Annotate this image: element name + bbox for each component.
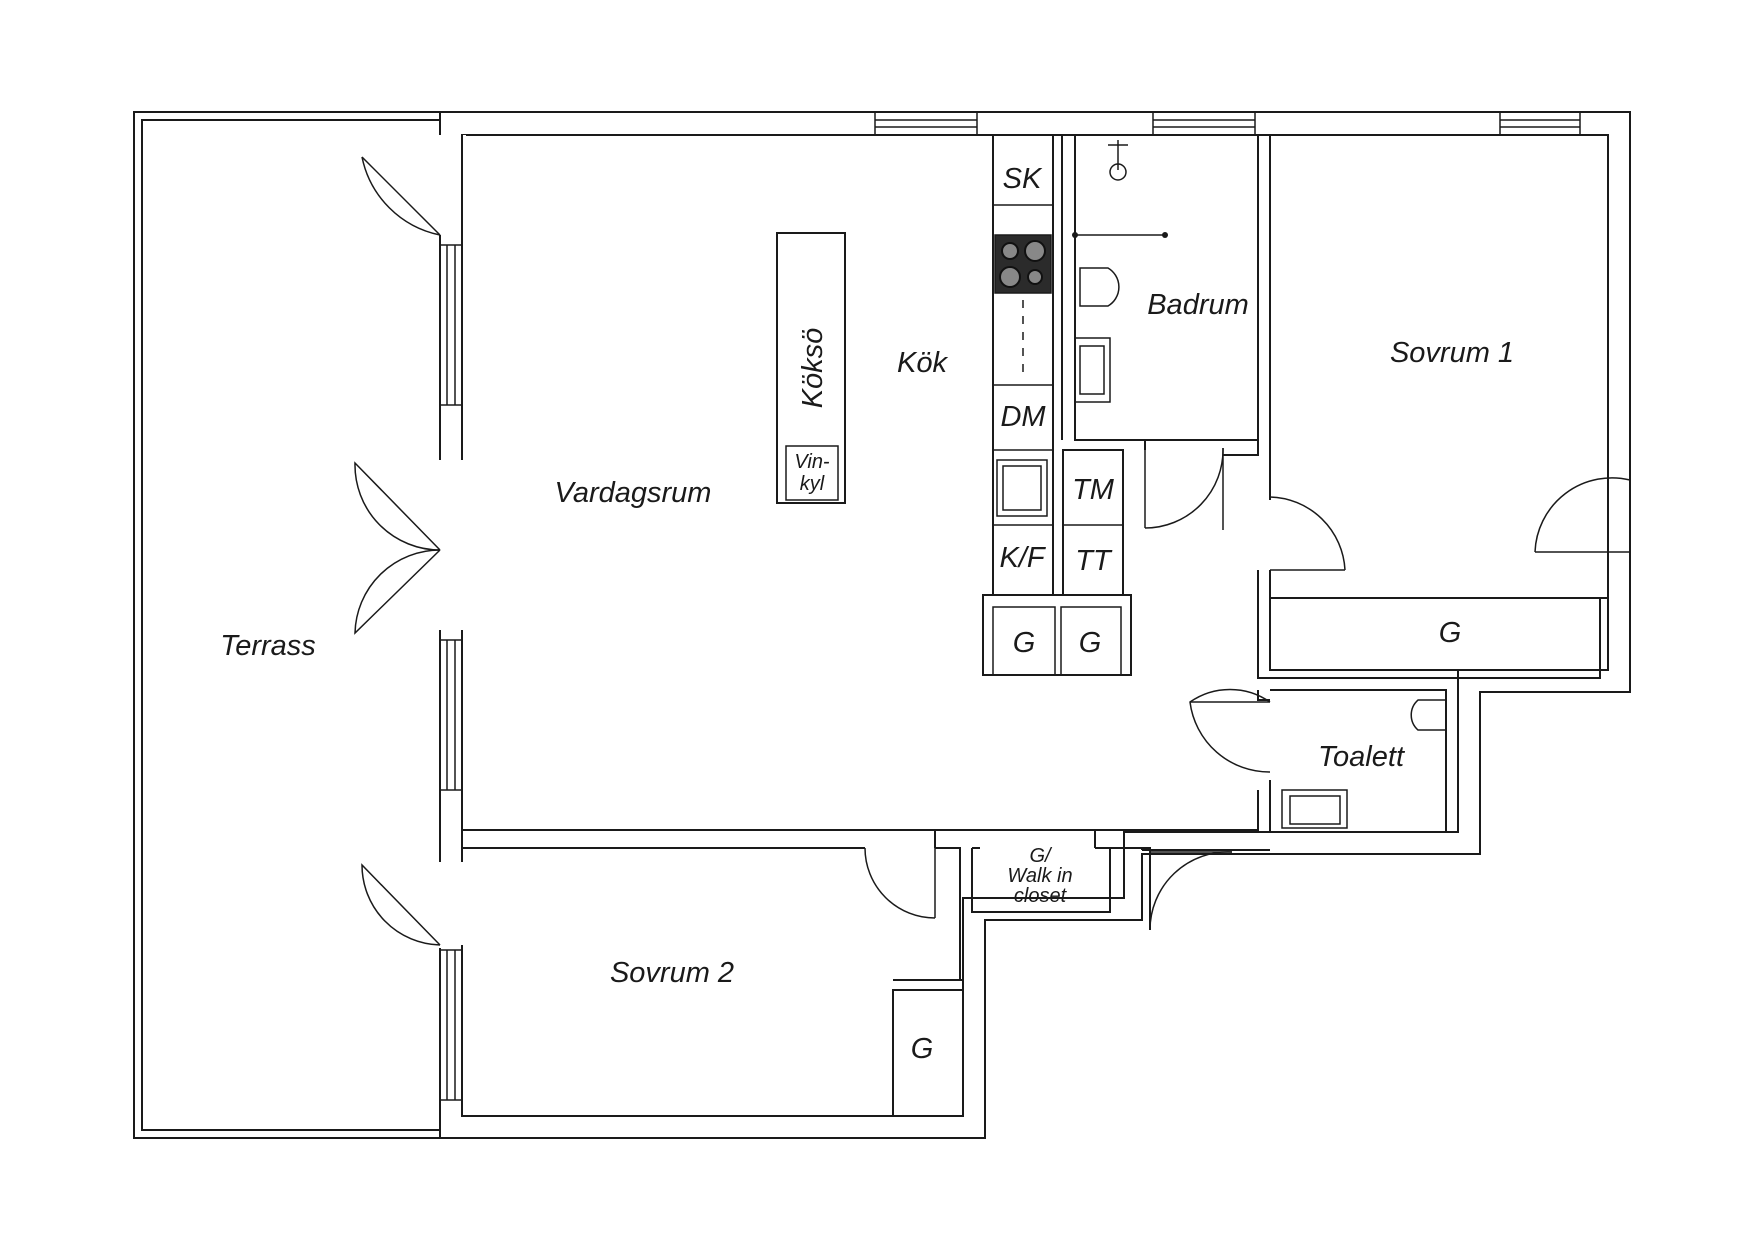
- label-dm: DM: [1000, 401, 1046, 433]
- bathroom-fixtures: [1072, 140, 1447, 829]
- terrace-doors: [354, 135, 466, 948]
- label-vinkyl-1: Vin-: [794, 451, 830, 473]
- label-g-kitchen-2: G: [1079, 627, 1102, 659]
- wardrobe-sovrum1: [1269, 597, 1601, 671]
- kitchen-island: [776, 232, 846, 504]
- label-tt: TT: [1075, 545, 1113, 577]
- interior-doors: [864, 447, 1631, 931]
- label-sovrum2: Sovrum 2: [610, 957, 734, 989]
- label-tm: TM: [1072, 474, 1115, 506]
- label-badrum: Badrum: [1147, 289, 1249, 321]
- label-sk: SK: [1003, 163, 1043, 195]
- fixture-labels: SK DM K/F TM TT Vin- kyl G G G G G/ Walk…: [794, 163, 1461, 1065]
- label-terrass: Terrass: [220, 630, 316, 662]
- label-koksö: Köksö: [797, 328, 829, 409]
- label-kf: K/F: [999, 542, 1046, 574]
- label-closet-2: Walk in: [1007, 865, 1072, 887]
- label-closet-3: closet: [1014, 885, 1068, 907]
- interior-walls: [461, 135, 1608, 1117]
- kitchen-counter: [982, 134, 1132, 676]
- label-closet-1: G/: [1029, 845, 1053, 867]
- label-kok: Kök: [897, 347, 948, 379]
- label-g-sovrum1: G: [1439, 617, 1462, 649]
- label-sovrum1: Sovrum 1: [1390, 337, 1514, 369]
- windows: [439, 111, 1581, 1101]
- label-vardagsrum: Vardagsrum: [555, 477, 712, 509]
- room-labels: Terrass Vardagsrum Kök Köksö Badrum Sovr…: [220, 289, 1514, 989]
- terrace: [133, 111, 440, 1139]
- label-vinkyl-2: kyl: [800, 473, 825, 495]
- label-g-sovrum2: G: [911, 1033, 934, 1065]
- label-toalett: Toalett: [1318, 741, 1406, 773]
- label-g-kitchen-1: G: [1013, 627, 1036, 659]
